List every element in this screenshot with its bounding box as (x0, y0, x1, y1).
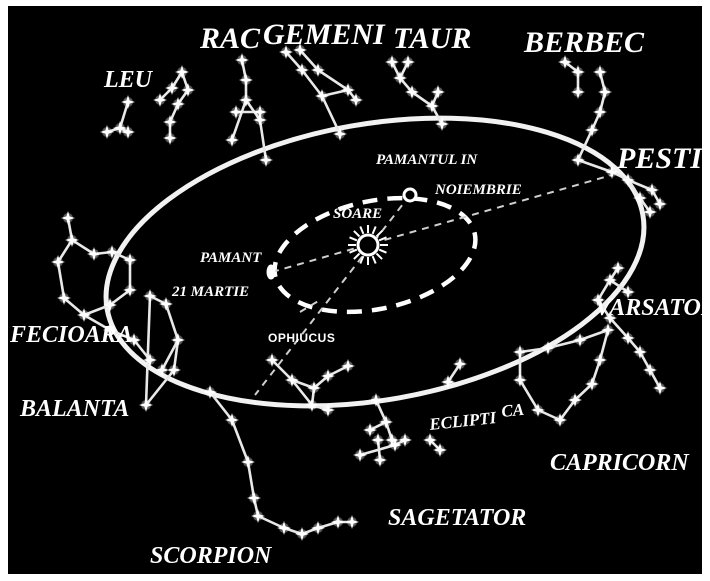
label-capricorn: CAPRICORN (550, 450, 690, 476)
earth-march-icon (267, 265, 275, 279)
label-pamant-noiembrie-1: PAMANTUL IN (376, 152, 478, 168)
label-varsator: VARSATOR (595, 295, 710, 321)
earth-november-icon (404, 189, 416, 201)
label-taur: TAUR (393, 22, 471, 55)
sun-icon (348, 225, 388, 265)
label-balanta: BALANTA (19, 396, 129, 422)
label-pamant-martie-2: 21 MARTIE (171, 284, 249, 300)
label-leu: LEU (103, 67, 154, 93)
label-scorpion: SCORPION (150, 543, 273, 569)
label-sagetator: SAGETATOR (388, 505, 526, 531)
label-fecioara: FECIOARA (9, 322, 133, 348)
label-pesti: PESTI (616, 142, 703, 175)
label-berbec: BERBEC (523, 26, 645, 59)
label-pamant-noiembrie-2: NOIEMBRIE (434, 182, 522, 198)
label-ecliptica-part2: CA (500, 400, 525, 421)
label-gemeni: GEMENI (263, 18, 386, 51)
label-ophiucus: OPHIUCUS (268, 331, 335, 345)
label-pamant-martie-1: PAMANT (200, 250, 262, 266)
label-soare: SOARE (333, 206, 382, 222)
label-rac: RAC (199, 22, 261, 55)
